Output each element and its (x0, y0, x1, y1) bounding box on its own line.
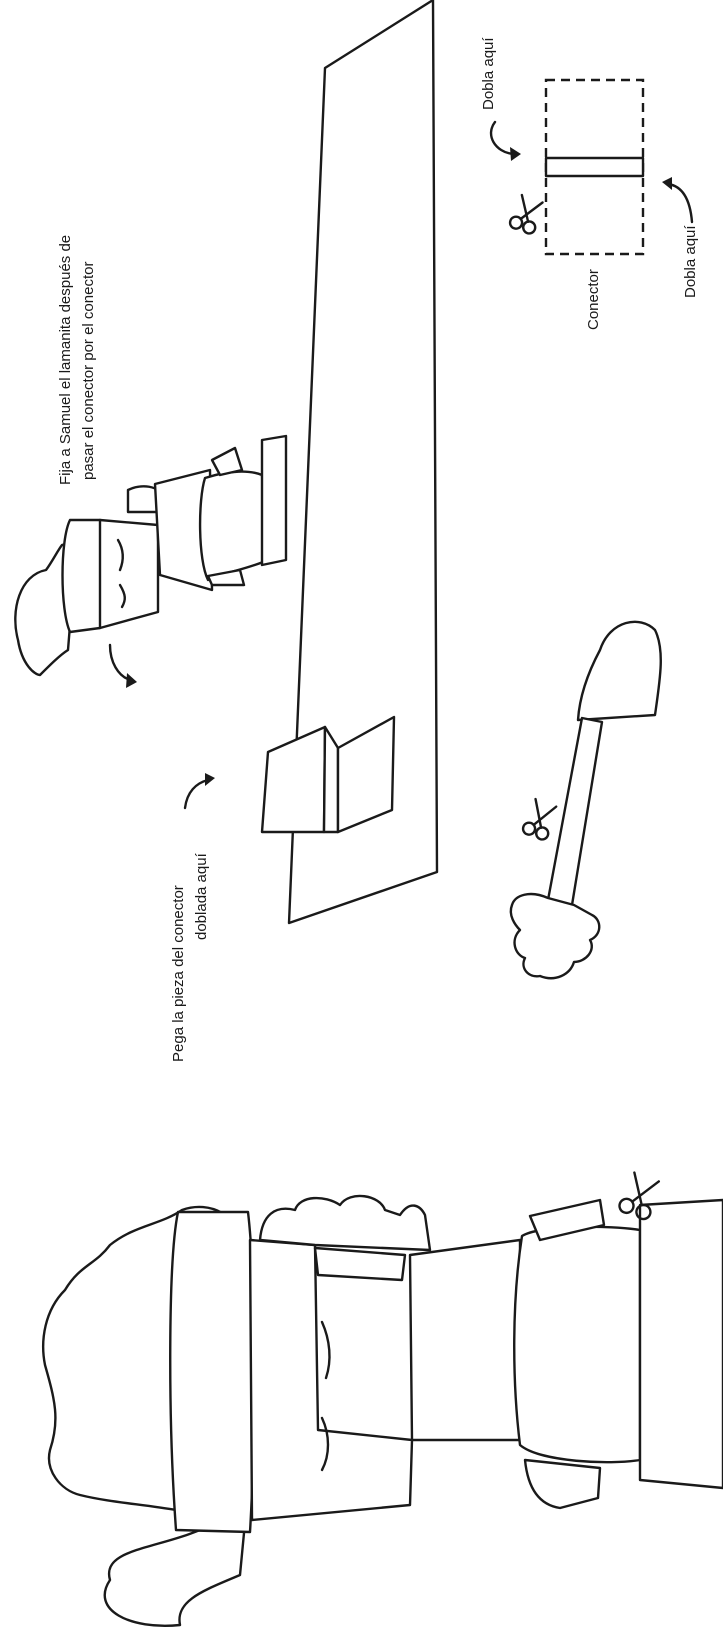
scissors-icon (618, 1171, 661, 1221)
fold-here-label-bottom: Dobla aquí (682, 225, 699, 298)
scissors-icon (521, 797, 558, 841)
glue-instruction-line2: doblada aquí (193, 852, 210, 940)
connector-label: Conector (585, 269, 602, 330)
curved-arrow-icon (489, 120, 521, 161)
curved-arrow-icon (108, 643, 137, 688)
attach-instruction-line1: Fija a Samuel el lamanita después de (57, 235, 74, 485)
fold-here-label-top: Dobla aquí (480, 37, 497, 110)
connector-fold-strip (544, 156, 645, 178)
large-figure-cutout (42, 1194, 723, 1627)
scissors-icon (508, 193, 544, 235)
base-strip (287, 0, 439, 925)
curved-arrow-icon (183, 773, 215, 810)
glue-instruction-line1: Pega la pieza del conector (170, 885, 187, 1062)
arm-cutout (509, 620, 662, 980)
glued-connector (260, 715, 396, 834)
small-figure-assembled (14, 434, 288, 677)
curved-arrow-icon (662, 177, 694, 224)
attach-instruction-line2: pasar el conector por el conector (80, 262, 97, 480)
connector-piece (544, 78, 645, 256)
